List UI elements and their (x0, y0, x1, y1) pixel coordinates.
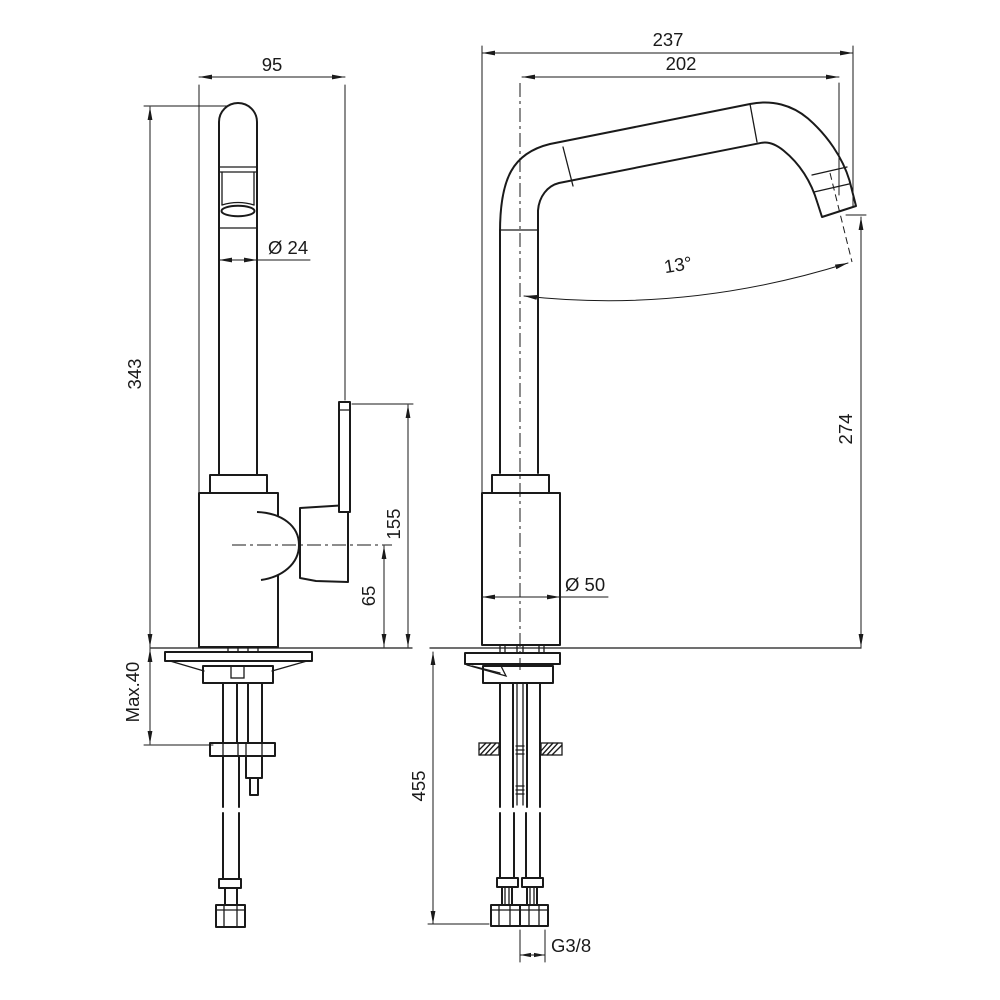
side-outlet-aerator (811, 166, 848, 176)
side-mounting-block (482, 665, 554, 684)
side-spout (499, 101, 857, 474)
side-wing-nut (478, 742, 563, 756)
side-mounting-hardware (464, 644, 563, 806)
front-deck-flange (164, 651, 313, 662)
side-faucet-body (481, 474, 561, 646)
dim-label-spout-diameter: Ø 24 (268, 237, 308, 258)
front-mounting-block (202, 665, 274, 684)
dim-label-hose-length: 455 (408, 771, 429, 802)
front-collar (209, 474, 268, 494)
dim-label-handle-height: 155 (383, 509, 404, 540)
dim-label-max-deck-thickness: Max.40 (122, 662, 143, 723)
front-connector-stub (245, 755, 263, 779)
side-deck-flange (464, 652, 561, 665)
front-supply-hose (215, 755, 246, 928)
side-hose-nut-left (490, 904, 521, 927)
front-handle-lever (299, 401, 351, 583)
front-faucet-body (198, 474, 300, 648)
side-hose-nut-right (519, 904, 549, 927)
dim-label-body-diameter: Ø 50 (565, 574, 605, 595)
front-dimension-annotations: 95 Ø 24 343 Max.40 155 65 (122, 54, 414, 746)
front-spout-tube (218, 102, 258, 476)
side-view: 237 202 13° 274 Ø 50 455 (408, 29, 867, 963)
side-supply-hoses (490, 682, 549, 927)
dim-label-spout-reach: 202 (666, 53, 697, 74)
spout-outlet-front (220, 204, 256, 218)
front-lock-nut (209, 742, 276, 757)
dim-label-overall-depth: 237 (653, 29, 684, 50)
side-dimension-annotations: 237 202 13° 274 Ø 50 455 (408, 29, 867, 963)
dim-label-spout-angle: 13° (663, 252, 694, 277)
front-joint-dome (256, 511, 300, 581)
front-view: 95 Ø 24 343 Max.40 155 65 (122, 54, 414, 928)
dim-label-connection-thread: G3/8 (551, 935, 591, 956)
front-hose-nut (215, 904, 246, 928)
dim-label-spout-offset: 95 (262, 54, 283, 75)
dim-label-spout-center-height: 65 (358, 586, 379, 607)
dim-label-outlet-height: 274 (835, 414, 856, 445)
dim-label-total-height: 343 (124, 359, 145, 390)
